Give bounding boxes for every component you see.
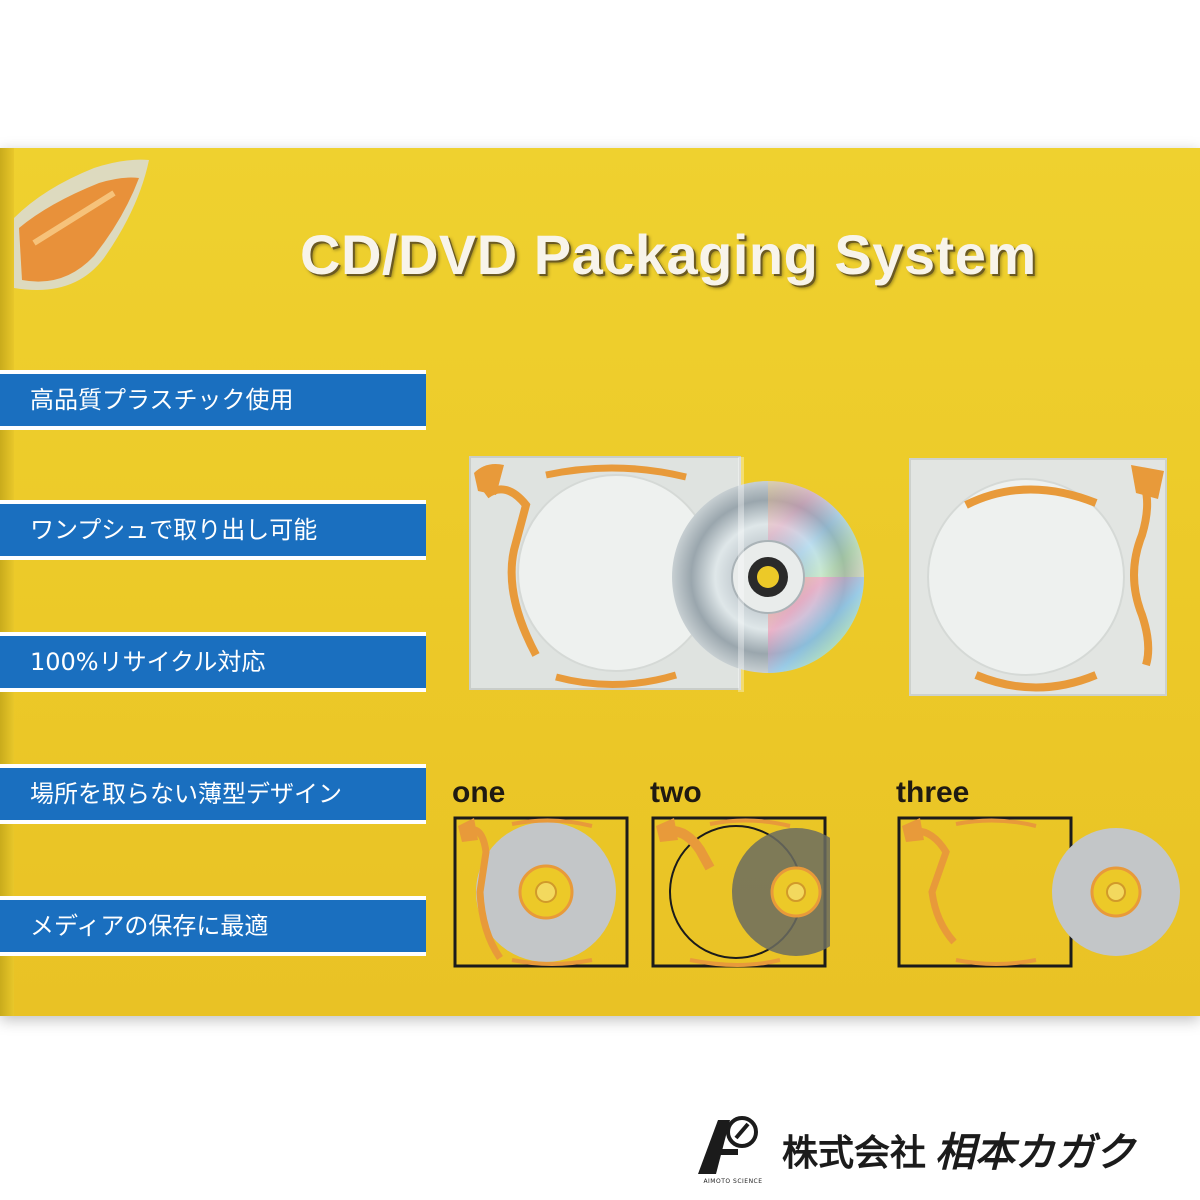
logo-subtext: AIMOTO SCIENCE: [703, 1178, 763, 1185]
company-prefix: 株式会社: [782, 1133, 927, 1174]
feature-label-storage: メディアの保存に最適: [0, 896, 426, 956]
feature-label-one-push: ワンプシュで取り出し可能: [0, 500, 426, 560]
empty-case-photo: [909, 458, 1167, 696]
step-label-two: two: [650, 776, 702, 809]
case-with-disc-photo: [469, 456, 864, 692]
feature-label-recycle: 100%リサイクル対応: [0, 632, 426, 692]
step-two-diagram: [651, 816, 830, 968]
step-label-three: three: [896, 776, 970, 809]
step-one-diagram: [453, 816, 629, 968]
product-title: CD/DVD Packaging System: [300, 223, 1037, 286]
step-label-one: one: [452, 776, 506, 809]
feature-label-thin-design: 場所を取らない薄型デザイン: [0, 764, 426, 824]
aimoto-science-logo: [698, 1116, 758, 1174]
feature-label-quality: 高品質プラスチック使用: [0, 370, 426, 430]
orange-clip-corner: [14, 159, 149, 290]
company-name: 相本カガク: [935, 1130, 1135, 1176]
step-three-diagram: [897, 816, 1180, 968]
